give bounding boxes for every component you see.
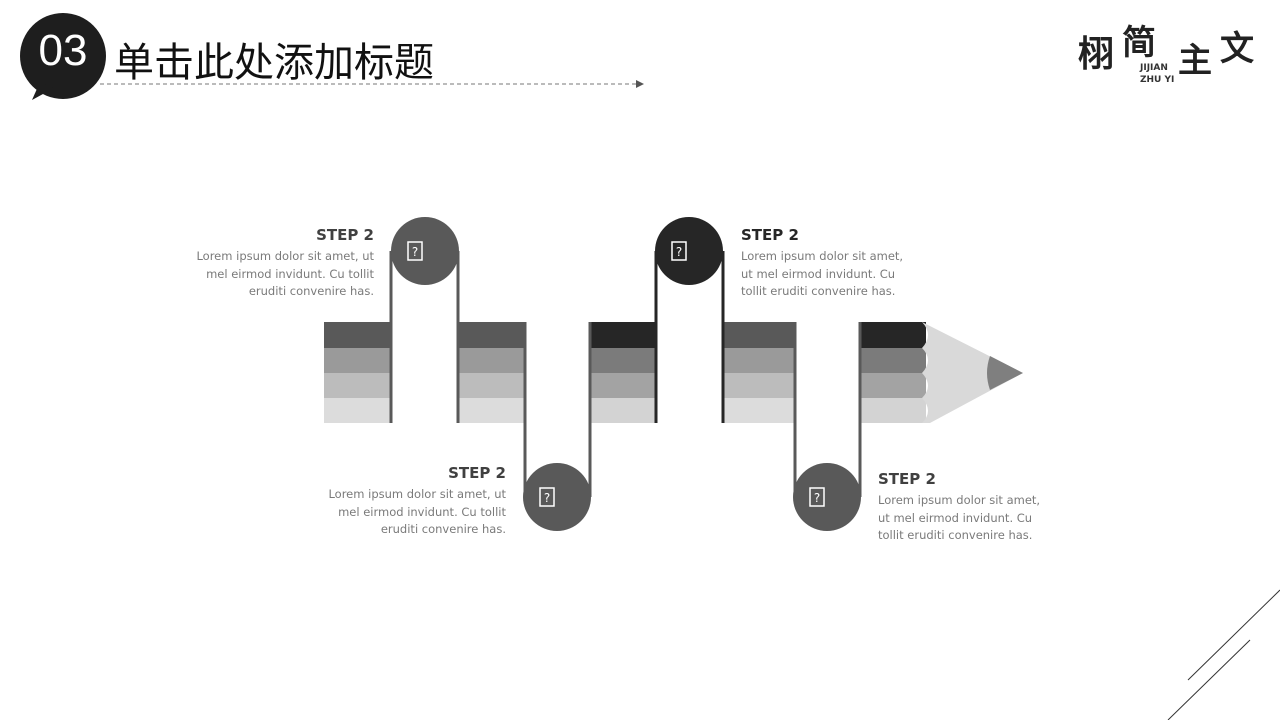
step-title: STEP 2 [448,464,506,482]
pencil-segment-5 [860,322,926,423]
pencil-segment-3 [590,322,656,423]
step-title: STEP 2 [316,226,374,244]
icon-glyph: ? [544,491,550,505]
pencil-tip [922,322,1023,423]
section-number-badge [20,13,106,99]
icon-glyph: ? [412,245,418,259]
step-title: STEP 2 [878,470,936,488]
badge-tail [32,82,54,100]
section-number: 03 [38,26,88,75]
svg-text:JIJIAN: JIJIAN [1139,63,1168,73]
brand-logo: 栩 简 主 文 JIJIAN ZHU YI [1078,23,1258,88]
icon-glyph: ? [676,245,682,259]
image-placeholder-icon [539,487,555,507]
step-description: Lorem ipsum dolor sit amet, ut mel eirmo… [878,493,1041,542]
step-1-text: STEP 2 Lorem ipsum dolor sit amet, ut me… [174,226,374,301]
image-placeholder-icon [671,241,687,261]
step-title: STEP 2 [741,226,799,244]
image-placeholder-icon [809,487,825,507]
step-2-circle [523,463,591,531]
step-4-text: STEP 2 Lorem ipsum dolor sit amet, ut me… [878,470,1053,545]
step-1-circle [391,217,459,285]
page-title[interactable]: 单击此处添加标题 [114,40,434,86]
title-underline-arrow [100,80,644,88]
svg-text:ZHU YI: ZHU YI [1140,75,1174,85]
pencil-segment-4 [723,322,795,423]
svg-text:主: 主 [1178,41,1212,81]
decorative-diagonal-lines [1167,589,1280,720]
svg-text:文: 文 [1220,29,1254,69]
step-description: Lorem ipsum dolor sit amet, ut mel eirmo… [196,249,374,298]
step-2-text: STEP 2 Lorem ipsum dolor sit amet, ut me… [306,464,506,539]
step-description: Lorem ipsum dolor sit amet, ut mel eirmo… [328,487,506,536]
image-placeholder-icon [407,241,423,261]
step-3-circle [655,217,723,285]
pencil-segment-2 [458,322,525,423]
svg-text:简: 简 [1122,24,1156,63]
step-4-circle [793,463,861,531]
step-description: Lorem ipsum dolor sit amet, ut mel eirmo… [741,249,904,298]
svg-text:栩: 栩 [1078,34,1114,75]
step-3-text: STEP 2 Lorem ipsum dolor sit amet, ut me… [741,226,916,301]
pencil-segment-1 [324,322,391,423]
icon-glyph: ? [814,491,820,505]
